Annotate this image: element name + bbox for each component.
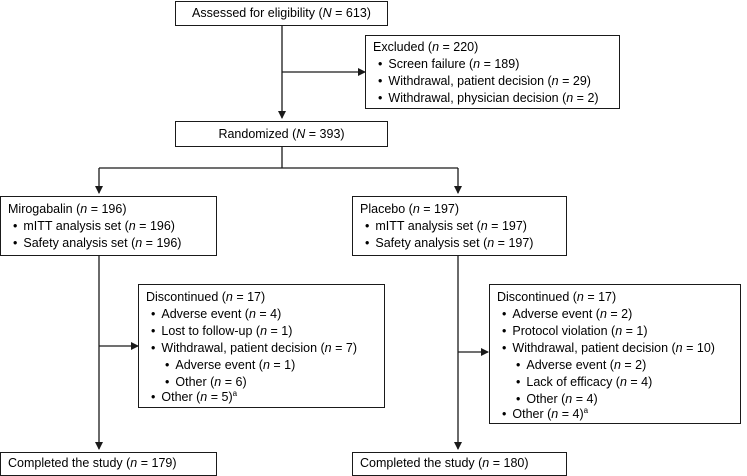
assessed-box: Assessed for eligibility (N = 613) bbox=[175, 1, 388, 26]
mirogabalin-title: Mirogabalin (n = 196) bbox=[8, 202, 127, 216]
randomized-box: Randomized (N = 393) bbox=[175, 121, 388, 147]
discontinued-left-box: Discontinued (n = 17) •Adverse event (n … bbox=[138, 284, 385, 408]
completed-left-text: Completed the study (n = 179) bbox=[8, 456, 177, 470]
discontinued-right-box: Discontinued (n = 17) •Adverse event (n … bbox=[489, 284, 741, 424]
discontinued-left-subitem: •Adverse event (n = 1) bbox=[165, 358, 296, 372]
discontinued-left-item: •Adverse event (n = 4) bbox=[151, 307, 282, 321]
placebo-box: Placebo (n = 197) •mITT analysis set (n … bbox=[352, 196, 567, 256]
discontinued-right-subitem: •Lack of efficacy (n = 4) bbox=[516, 375, 653, 389]
completed-right-box: Completed the study (n = 180) bbox=[352, 452, 567, 476]
placebo-item: •Safety analysis set (n = 197) bbox=[365, 236, 534, 250]
discontinued-left-item: •Withdrawal, patient decision (n = 7) bbox=[151, 341, 357, 355]
placebo-title: Placebo (n = 197) bbox=[360, 202, 460, 216]
discontinued-right-subitem: •Adverse event (n = 2) bbox=[516, 358, 647, 372]
placebo-item: •mITT analysis set (n = 197) bbox=[365, 219, 527, 233]
excluded-item: •Withdrawal, patient decision (n = 29) bbox=[378, 74, 591, 88]
discontinued-right-item: •Withdrawal, patient decision (n = 10) bbox=[502, 341, 715, 355]
mirogabalin-item: •mITT analysis set (n = 196) bbox=[13, 219, 175, 233]
excluded-box: Excluded (n = 220) •Screen failure (n = … bbox=[365, 35, 620, 109]
randomized-text: Randomized (N = 393) bbox=[218, 127, 345, 141]
discontinued-right-item: •Adverse event (n = 2) bbox=[502, 307, 633, 321]
excluded-item: •Screen failure (n = 189) bbox=[378, 57, 520, 71]
discontinued-left-subitem: •Other (n = 6) bbox=[165, 375, 247, 389]
excluded-title: Excluded (n = 220) bbox=[373, 40, 479, 54]
footnote-marker: a bbox=[232, 388, 238, 398]
mirogabalin-item: •Safety analysis set (n = 196) bbox=[13, 236, 182, 250]
discontinued-right-title: Discontinued (n = 17) bbox=[497, 290, 617, 304]
discontinued-right-subitem: •Other (n = 4) bbox=[516, 392, 598, 406]
mirogabalin-box: Mirogabalin (n = 196) •mITT analysis set… bbox=[0, 196, 217, 256]
discontinued-left-item: •Other (n = 5)a bbox=[151, 388, 238, 404]
discontinued-right-item: •Other (n = 4)a bbox=[502, 405, 589, 421]
discontinued-left-title: Discontinued (n = 17) bbox=[146, 290, 266, 304]
completed-right-text: Completed the study (n = 180) bbox=[360, 456, 529, 470]
completed-left-box: Completed the study (n = 179) bbox=[0, 452, 217, 476]
footnote-marker: a bbox=[583, 405, 589, 415]
excluded-item: •Withdrawal, physician decision (n = 2) bbox=[378, 91, 599, 105]
discontinued-right-item: •Protocol violation (n = 1) bbox=[502, 324, 648, 338]
discontinued-left-item: •Lost to follow-up (n = 1) bbox=[151, 324, 293, 338]
assessed-text: Assessed for eligibility (N = 613) bbox=[192, 6, 371, 20]
